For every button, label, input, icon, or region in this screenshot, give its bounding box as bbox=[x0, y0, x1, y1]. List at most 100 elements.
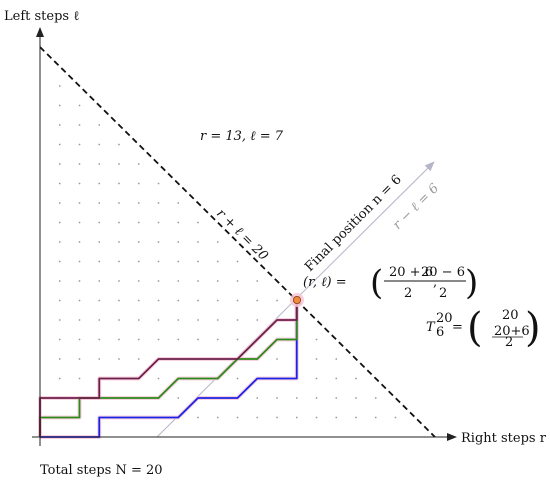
lattice-dot bbox=[98, 319, 101, 321]
lattice-dot bbox=[118, 241, 120, 243]
lattice-dot bbox=[236, 319, 239, 321]
lattice-dot bbox=[236, 260, 239, 263]
lattice-dot bbox=[58, 104, 61, 107]
lattice-dot bbox=[335, 358, 338, 360]
lattice-dot bbox=[137, 221, 140, 224]
lattice-dot bbox=[216, 299, 219, 302]
coord-paren-close: ) bbox=[465, 263, 478, 303]
lattice-dot bbox=[295, 397, 298, 399]
lattice-dot bbox=[98, 124, 101, 126]
lattice-dot bbox=[177, 319, 180, 321]
lattice-dot bbox=[177, 260, 180, 263]
lattice-dot bbox=[118, 182, 120, 185]
binom-top: 20 bbox=[502, 308, 519, 323]
lattice-dot bbox=[236, 416, 239, 419]
lattice-dot bbox=[177, 241, 180, 243]
lattice-paths bbox=[38, 300, 299, 439]
equals-sign: = bbox=[452, 320, 463, 335]
lattice-dot bbox=[157, 202, 160, 204]
lattice-dot bbox=[137, 260, 140, 263]
lattice-dot bbox=[118, 338, 120, 341]
lattice-dot bbox=[98, 358, 101, 360]
lattice-dot bbox=[118, 221, 120, 224]
lattice-dot bbox=[118, 299, 120, 302]
lattice-dot bbox=[118, 143, 120, 146]
endpoint-marker bbox=[292, 295, 301, 304]
path-green bbox=[39, 300, 298, 437]
lattice-dot bbox=[137, 358, 140, 360]
coord-comma: , bbox=[433, 275, 437, 290]
lattice-dot bbox=[157, 299, 160, 302]
lattice-dot bbox=[256, 280, 259, 282]
lattice-dot bbox=[98, 299, 101, 302]
t-superscript: 20 bbox=[436, 311, 453, 326]
lattice-dot bbox=[276, 397, 278, 399]
point-label: r = 13, ℓ = 7 bbox=[200, 129, 284, 144]
lattice-dot bbox=[315, 377, 318, 380]
lattice-dot bbox=[58, 319, 61, 321]
lattice-dot bbox=[58, 377, 61, 380]
lattice-dot bbox=[256, 397, 259, 399]
lattice-dot bbox=[236, 377, 239, 380]
binomial-formula: T 20 6 = ( 20 20+6 2 ) bbox=[426, 305, 541, 351]
lattice-dot bbox=[157, 241, 160, 243]
lattice-dot bbox=[58, 299, 61, 302]
lattice-dot bbox=[58, 241, 61, 243]
lattice-dot bbox=[256, 319, 259, 321]
lattice-dot bbox=[177, 202, 180, 204]
lattice-dot bbox=[58, 143, 61, 146]
lattice-dot bbox=[78, 221, 81, 224]
lattice-dot bbox=[216, 416, 219, 419]
lattice-dot bbox=[137, 338, 140, 341]
lattice-dot bbox=[177, 338, 180, 341]
lattice-dot bbox=[236, 280, 239, 282]
lattice-dot bbox=[58, 202, 61, 204]
lattice-dot bbox=[58, 221, 61, 224]
coord-lhs: (r, ℓ) = bbox=[303, 275, 347, 290]
lattice-dot bbox=[335, 416, 338, 419]
binom-bottom-numerator: 20+6 bbox=[494, 324, 530, 339]
lattice-dot bbox=[374, 416, 377, 419]
lattice-dot bbox=[157, 260, 160, 263]
lattice-dot bbox=[137, 163, 140, 165]
lattice-dot bbox=[394, 416, 397, 419]
lattice-dot bbox=[137, 299, 140, 302]
lattice-dot bbox=[315, 397, 318, 399]
coord-r-numerator: 20 + 6 bbox=[389, 265, 433, 280]
lattice-dot bbox=[137, 202, 140, 204]
lattice-dot bbox=[197, 319, 199, 321]
lattice-dot bbox=[118, 280, 120, 282]
lattice-dot bbox=[335, 397, 338, 399]
lattice-dot bbox=[157, 182, 160, 185]
lattice-dot bbox=[118, 358, 120, 360]
lattice-dot bbox=[78, 143, 81, 146]
lattice-dot bbox=[236, 299, 239, 302]
lattice-dot bbox=[276, 299, 278, 302]
lattice-dot bbox=[78, 124, 81, 126]
lattice-dot bbox=[315, 338, 318, 341]
lattice-dot bbox=[137, 319, 140, 321]
coord-l-denominator: 2 bbox=[439, 286, 447, 301]
lattice-dot bbox=[98, 182, 101, 185]
binom-bottom-denominator: 2 bbox=[505, 335, 513, 350]
lattice-dot bbox=[256, 416, 259, 419]
coord-paren-open: ( bbox=[370, 263, 383, 303]
y-axis-label: Left steps ℓ bbox=[4, 9, 79, 24]
lattice-dot bbox=[98, 241, 101, 243]
lattice-dot bbox=[177, 299, 180, 302]
lattice-dot bbox=[58, 182, 61, 185]
lattice-dot bbox=[157, 377, 160, 380]
lattice-dot bbox=[98, 280, 101, 282]
lattice-dot bbox=[177, 280, 180, 282]
lattice-dot bbox=[197, 221, 199, 224]
lattice-dot bbox=[355, 377, 357, 380]
lattice-dot bbox=[78, 182, 81, 185]
lattice-dot bbox=[157, 338, 160, 341]
lattice-dot bbox=[137, 182, 140, 185]
lattice-dot bbox=[177, 397, 180, 399]
lattice-dot bbox=[98, 163, 101, 165]
coord-r-denominator: 2 bbox=[404, 286, 412, 301]
lattice-dot bbox=[98, 202, 101, 204]
lattice-dot bbox=[157, 280, 160, 282]
lattice-dot bbox=[78, 280, 81, 282]
